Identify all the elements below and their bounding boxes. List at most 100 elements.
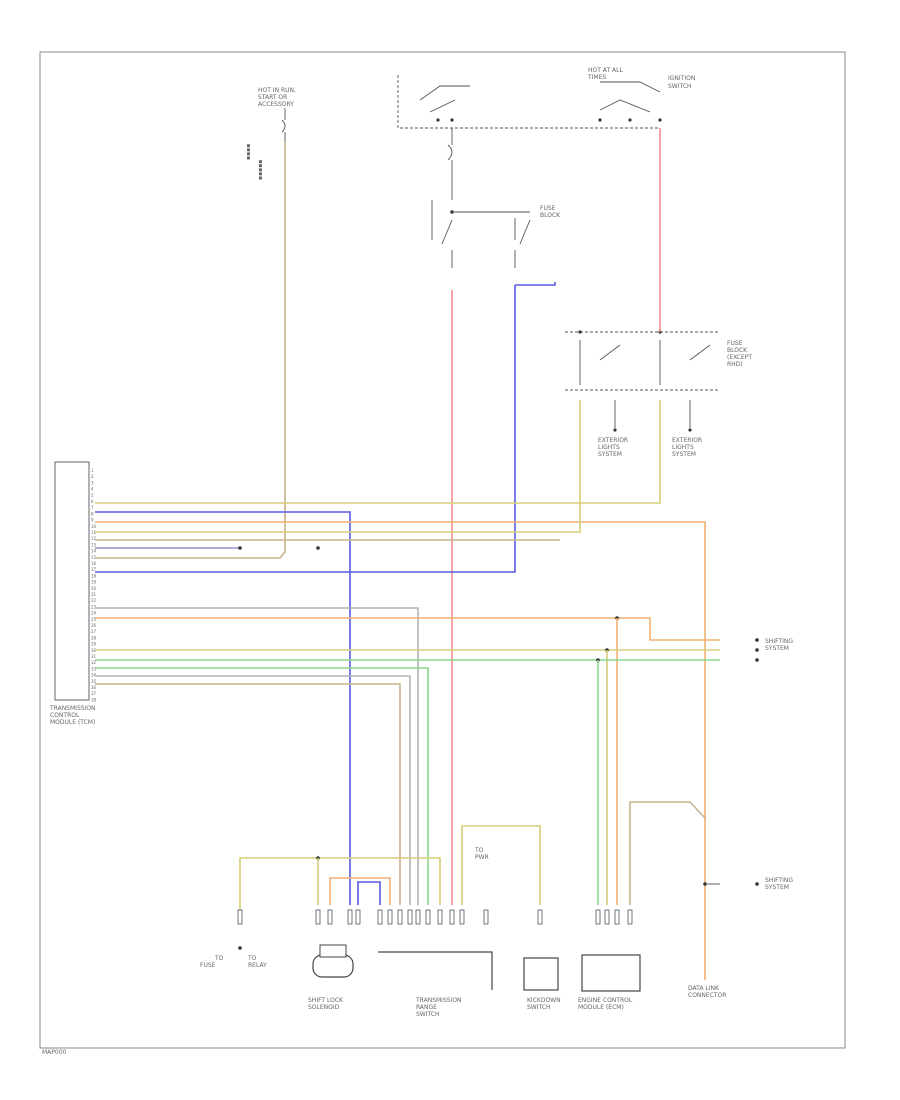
ignition-switch-area: IGNITION SWITCH HOT AT ALL TIMES — [397, 67, 695, 129]
relay-top-label-1: FUSE — [540, 205, 556, 212]
ground-right-label-2: LIGHTS — [672, 444, 694, 451]
tcm-pin-number: 24 — [91, 611, 97, 616]
wire-row-2 — [95, 511, 351, 905]
tcm-pin-number: 13 — [91, 542, 97, 547]
tcm-pin-number: 7 — [91, 505, 94, 510]
ref-right-bottom-label-1: SHIFTING — [765, 877, 793, 884]
tcm-pin-list: 1234567891011121314151617181920212223242… — [91, 468, 97, 702]
tcm-pin-number: 25 — [91, 617, 97, 622]
tcm-pin-number: 20 — [91, 586, 97, 591]
ref-right-bottom-label-2: SYSTEM — [765, 884, 789, 891]
ground-right-label-3: SYSTEM — [672, 451, 696, 458]
ground-left-label-3: SYSTEM — [598, 451, 622, 458]
tcm-pin-number: 32 — [91, 660, 97, 665]
wire-tan-fuse — [95, 142, 286, 559]
tcm-pin-number: 35 — [91, 679, 97, 684]
wire-row-14 — [95, 667, 429, 905]
wire-row-15 — [95, 675, 411, 905]
wire-row-3 — [95, 521, 706, 980]
wire-shift-lock-4 — [357, 881, 381, 905]
wire-kickdown — [461, 825, 541, 905]
tcm-pin-number: 4 — [91, 487, 94, 492]
wire-shift-lock-loop — [239, 857, 441, 910]
connector-pin-stub — [415, 909, 421, 925]
right-references: SHIFTING SYSTEM SHIFTING SYSTEM — [755, 638, 793, 891]
svg-text:PWR: PWR — [475, 854, 489, 861]
connector-pin-stub — [537, 909, 543, 925]
tcm-pin-number: 14 — [91, 549, 97, 554]
shift-lock-label-2: SOLENOID — [308, 1004, 340, 1011]
ecm-label-2: MODULE (ECM) — [578, 1004, 624, 1011]
ref-left2-label-2: RELAY — [248, 962, 267, 969]
tr-switch-label-1: TRANSMISSION — [415, 997, 462, 1004]
tcm-pin-number: 38 — [91, 697, 97, 702]
ref-right-top-label-1: SHIFTING — [765, 638, 793, 645]
ignition-switch-label-2: SWITCH — [668, 83, 692, 90]
connector-pin-stub — [237, 909, 243, 925]
tcm-pin-number: 36 — [91, 685, 97, 690]
kickdown-switch: KICKDOWN SWITCH TO PWR — [474, 847, 561, 1011]
tcm-pin-number: 33 — [91, 666, 97, 671]
connector-pin-stub — [437, 909, 443, 925]
tcm-pin-number: 29 — [91, 642, 97, 647]
right-relay-block: FUSE BLOCK (EXCEPT RHD) EXTERIOR LIGHTS … — [565, 330, 752, 458]
relay-right-label-3: (EXCEPT — [727, 354, 752, 361]
tcm-connector: 1234567891011121314151617181920212223242… — [49, 461, 97, 726]
tcm-pin-number: 9 — [91, 518, 94, 523]
ref-left-label-2: FUSE — [200, 962, 216, 969]
dlc-label-1: DATA LINK — [688, 985, 720, 992]
corner-code: MAP000 — [42, 1049, 67, 1056]
tcm-pin-number: 31 — [91, 654, 97, 659]
svg-text:▪▪▪▪: ▪▪▪▪ — [245, 144, 252, 160]
dlc-label-2: CONNECTOR — [688, 992, 726, 999]
left-fuse-label-3: ACCESSORY — [258, 101, 294, 108]
ecm-label-1: ENGINE CONTROL — [578, 997, 633, 1004]
connector-pin-stub — [425, 909, 431, 925]
tcm-pin-number: 23 — [91, 604, 97, 609]
wire-row-16 — [95, 683, 401, 905]
tcm-pin-number: 18 — [91, 573, 97, 578]
tcm-pin-number: 3 — [91, 480, 94, 485]
ignition-switch-label-1: IGNITION — [668, 75, 695, 82]
ground-right-label-1: EXTERIOR — [672, 437, 702, 444]
tcm-pin-number: 8 — [91, 511, 94, 516]
connector-pin-stub — [315, 909, 321, 925]
tcm-pin-number: 1 — [91, 468, 94, 473]
relay-right-label-2: BLOCK — [727, 347, 748, 354]
ground-left-label-2: LIGHTS — [598, 444, 620, 451]
shift-lock-label-1: SHIFT LOCK — [308, 997, 344, 1004]
ref-left2-label-1: TO — [247, 955, 257, 962]
tcm-pin-number: 34 — [91, 673, 97, 678]
tcm-pin-number: 10 — [91, 524, 97, 529]
data-link-connector: DATA LINK CONNECTOR — [688, 985, 726, 999]
tcm-pin-number: 19 — [91, 580, 97, 585]
tcm-pin-number: 26 — [91, 623, 97, 628]
connector-pin-stub — [387, 909, 393, 925]
connector-pin-stub — [407, 909, 413, 925]
wire-row-8 — [95, 617, 720, 641]
left-fuse-label-2: START OR — [258, 94, 287, 101]
connector-pin-stub — [627, 909, 633, 925]
connector-pin-stub — [355, 909, 361, 925]
relay-top-label-2: BLOCK — [540, 212, 561, 219]
tr-switch-label-3: SWITCH — [416, 1011, 440, 1018]
wire-row-7 — [95, 607, 419, 905]
tcm-pin-number: 12 — [91, 536, 97, 541]
tcm-pin-number: 15 — [91, 555, 97, 560]
wire-row-4 — [95, 400, 581, 533]
connector-pin-stub — [483, 909, 489, 925]
tcm-pin-number: 2 — [91, 474, 94, 479]
tcm-pin-number: 27 — [91, 629, 97, 634]
engine-control-module: ENGINE CONTROL MODULE (ECM) — [578, 954, 641, 1011]
kickdown-label-1: KICKDOWN — [527, 997, 561, 1004]
svg-text:TO: TO — [474, 847, 484, 854]
relay-right-label-4: RHD) — [727, 361, 743, 368]
left-fuse-label-1: HOT IN RUN, — [258, 87, 296, 94]
tcm-label-2: CONTROL — [50, 712, 80, 719]
tcm-pin-number: 11 — [91, 530, 97, 535]
wire-row-1 — [95, 400, 661, 504]
connector-pin-stub — [347, 909, 353, 925]
svg-text:▪▪▪▪▪: ▪▪▪▪▪ — [257, 160, 264, 180]
ground-left-label-1: EXTERIOR — [598, 437, 628, 444]
transmission-range-switch: TRANSMISSION RANGE SWITCH — [378, 951, 493, 1018]
